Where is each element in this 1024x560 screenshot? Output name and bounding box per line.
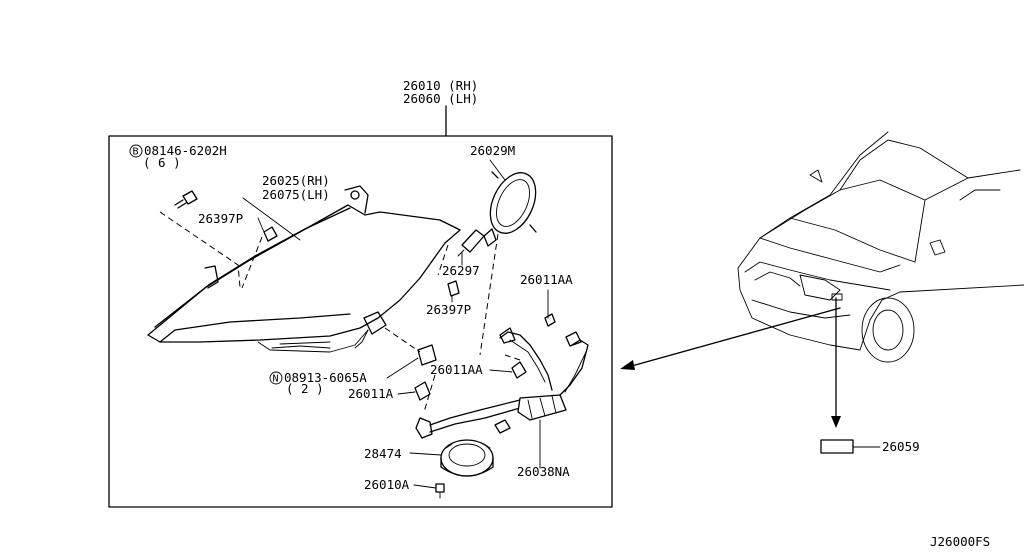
screw bbox=[435, 483, 445, 499]
label-lens-lh: 26075(LH) bbox=[262, 187, 330, 202]
bolt-prefix: B bbox=[133, 147, 139, 158]
nut-prefix: N bbox=[273, 374, 279, 385]
cap-small-lower bbox=[447, 280, 460, 297]
label-bulb-aa-mid: 26011AA bbox=[430, 362, 483, 377]
nut-prefix-circle bbox=[269, 371, 283, 385]
bulb-a bbox=[414, 381, 431, 401]
label-screw: 26010A bbox=[364, 477, 410, 492]
nut-clip bbox=[417, 344, 437, 366]
headlamp-housing bbox=[147, 185, 461, 353]
label-assembly-rh: 26010 (RH) bbox=[403, 78, 478, 93]
label-arrow bbox=[820, 297, 881, 454]
label-cap-a: 26397P bbox=[198, 211, 243, 226]
ballast-unit bbox=[440, 439, 494, 477]
assembly-frame bbox=[108, 135, 613, 508]
diagram-code: J26000FS bbox=[930, 534, 990, 549]
cap-small-top bbox=[263, 226, 278, 242]
label-bolt-part: 08146-6202H bbox=[144, 143, 227, 158]
label-nut-qty: ( 2 ) bbox=[286, 381, 324, 396]
label-nut-part: 08913-6065A bbox=[284, 370, 367, 385]
car-illustration bbox=[737, 131, 1024, 363]
label-bulb-a: 26011A bbox=[348, 386, 394, 401]
bulb-aa-mid bbox=[511, 361, 527, 379]
label-bulb-aa-top: 26011AA bbox=[520, 272, 573, 287]
guide-lines bbox=[159, 211, 521, 413]
bolt-prefix-circle bbox=[129, 144, 143, 158]
label-cap-b: 26397P bbox=[426, 302, 471, 317]
label-bulb: 26297 bbox=[442, 263, 480, 278]
label-harness: 26038NA bbox=[517, 464, 570, 479]
label-car: 26059 bbox=[882, 439, 920, 454]
label-bolt-qty: ( 6 ) bbox=[143, 155, 181, 170]
car-label-box bbox=[820, 439, 854, 454]
label-ballast: 28474 bbox=[364, 446, 402, 461]
label-retainer: 26029M bbox=[470, 143, 515, 158]
label-leaders bbox=[242, 159, 549, 489]
wiring-harness bbox=[415, 313, 589, 439]
pointer-arrow bbox=[620, 307, 841, 370]
label-assembly-lh: 26060 (LH) bbox=[403, 91, 478, 106]
bulb-retainer-ring bbox=[489, 171, 537, 234]
main-bulb bbox=[457, 228, 497, 257]
bolt bbox=[174, 190, 198, 209]
label-lens-rh: 26025(RH) bbox=[262, 173, 330, 188]
